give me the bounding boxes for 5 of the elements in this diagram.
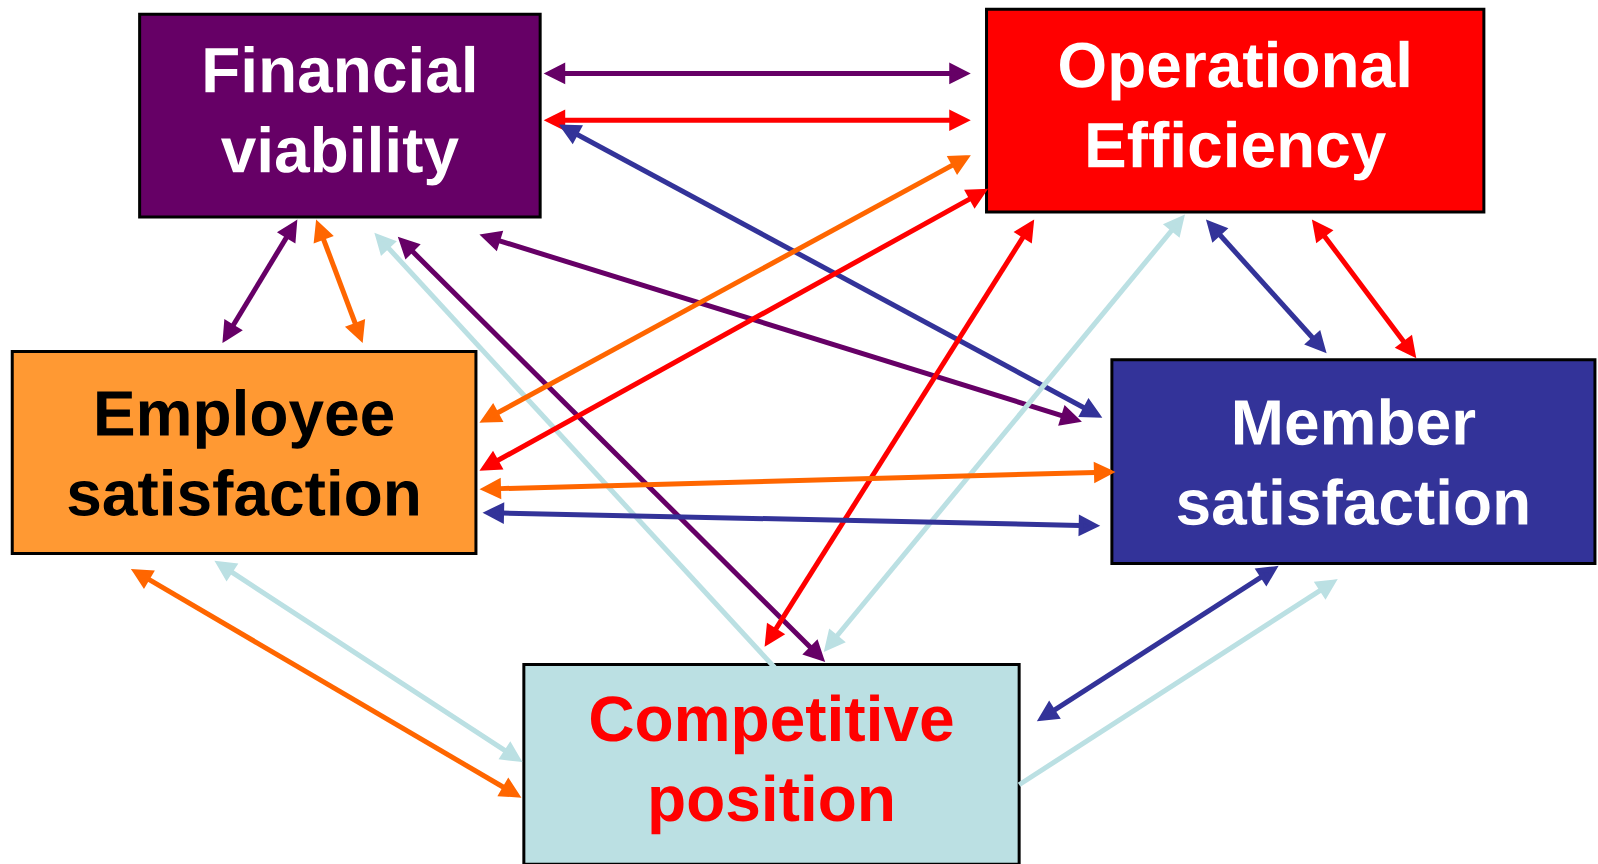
- text-box: Competitive position: [522, 662, 1021, 864]
- text-box: Financial viability: [138, 12, 542, 219]
- text-box: Member satisfaction: [1110, 358, 1597, 566]
- text-box: Operational Efficiency: [985, 7, 1486, 214]
- text-box: Employee satisfaction: [10, 350, 478, 555]
